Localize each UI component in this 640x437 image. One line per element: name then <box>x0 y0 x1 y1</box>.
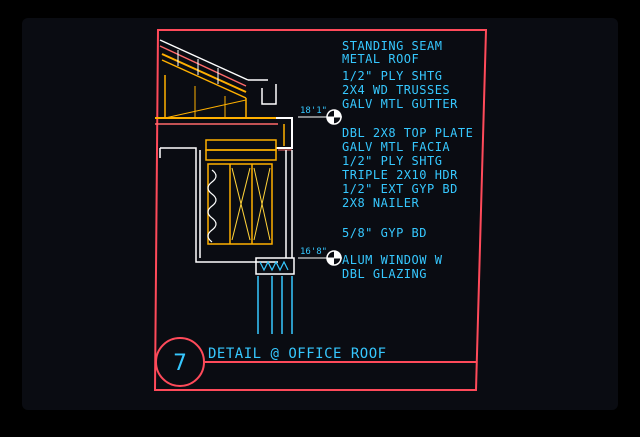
gutter <box>248 79 277 105</box>
detail-number: 7 <box>173 351 187 376</box>
elevation-lower: 16'8" <box>300 247 327 257</box>
cad-screen <box>22 18 618 410</box>
notes: STANDING SEAM METAL ROOF 1/2" PLY SHTG 2… <box>342 39 473 281</box>
top-plate-header <box>205 139 277 245</box>
note-line: GALV MTL FACIA <box>342 140 450 154</box>
interior-wall <box>159 147 278 263</box>
roof-assembly <box>155 39 290 125</box>
elevation-marker-upper: 18'1" <box>298 106 342 125</box>
insulation <box>207 169 217 243</box>
note-line: 1/2" PLY SHTG <box>342 154 442 168</box>
sheet-border <box>153 29 488 391</box>
note-line: 2X4 WD TRUSSES <box>342 83 450 97</box>
note-line: 2X8 NAILER <box>342 196 420 210</box>
note-line: DBL 2X8 TOP PLATE <box>342 126 473 140</box>
facia <box>276 117 293 151</box>
note-line: TRIPLE 2X10 HDR <box>342 168 458 182</box>
elevation-marker-lower: 16'8" <box>298 247 342 266</box>
elevation-upper: 18'1" <box>300 106 327 116</box>
note-line: 5/8" GYP BD <box>342 226 427 240</box>
note-line: 1/2" EXT GYP BD <box>342 182 458 196</box>
note-line: METAL ROOF <box>342 52 419 66</box>
note-line: 1/2" PLY SHTG <box>342 69 442 83</box>
note-line: STANDING SEAM <box>342 39 442 53</box>
note-line: GALV MTL GUTTER <box>342 97 458 111</box>
detail-number-circle <box>155 337 205 387</box>
detail-title: DETAIL @ OFFICE ROOF <box>208 346 387 362</box>
note-line: DBL GLAZING <box>342 267 427 281</box>
note-line: ALUM WINDOW W <box>342 253 443 267</box>
alum-window <box>255 150 295 334</box>
